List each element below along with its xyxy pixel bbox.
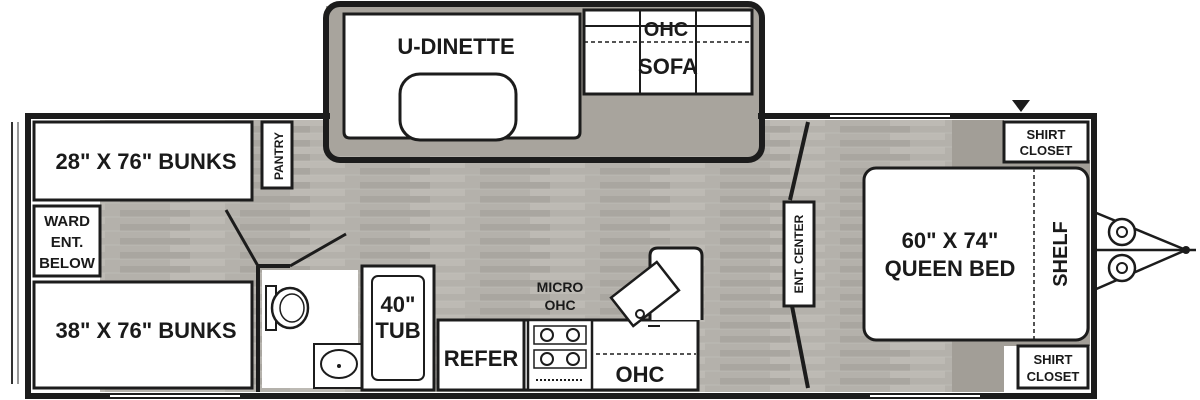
- kitchen-island: [596, 246, 704, 322]
- sofa: [582, 8, 754, 96]
- entertainment-center: [782, 200, 816, 308]
- bunk-door: [224, 209, 260, 267]
- shirt-closet-top: [1002, 120, 1090, 164]
- bathroom-wall: [256, 264, 290, 392]
- hitch-coupler: [1182, 246, 1190, 254]
- kitchen-sink-drain: [635, 309, 645, 319]
- bed-label-line2: QUEEN BED: [885, 256, 1016, 281]
- toilet-seat: [279, 293, 305, 323]
- refer-label: REFER: [444, 346, 519, 371]
- micro-label-line1: MICRO: [537, 279, 584, 295]
- propane-tank-valve: [1116, 262, 1128, 274]
- shirt-closet-bottom: [1016, 344, 1090, 390]
- ohc-kitchen-label: OHC: [616, 362, 665, 387]
- refrigerator: [436, 318, 526, 392]
- ward-label-line2: ENT.: [51, 234, 84, 251]
- pantry: [260, 120, 294, 190]
- entry-arrow-icon: [1012, 100, 1030, 112]
- u-dinette-label: U-DINETTE: [397, 34, 514, 59]
- bottom-bunk: [32, 280, 254, 390]
- kitchen-sink-icon: [609, 260, 681, 328]
- bathroom-door: [289, 232, 347, 268]
- micro-label-line2: OHC: [544, 297, 575, 313]
- bedroom-partition-bottom: [790, 305, 810, 389]
- bedroom-partition-top: [788, 121, 810, 201]
- closet-bottom-line2: CLOSET: [1027, 369, 1080, 384]
- top-bunk-label: 28" X 76" BUNKS: [55, 149, 236, 174]
- sink-drain: [337, 364, 341, 368]
- tub-label-line2: TUB: [375, 318, 420, 343]
- sofa-label: SOFA: [638, 54, 698, 79]
- burner-icon: [566, 328, 580, 342]
- bed-label-line1: 60" X 74": [902, 228, 999, 253]
- burner-icon: [566, 352, 580, 366]
- u-dinette-table: [398, 72, 518, 142]
- slideout-wall: [323, 1, 765, 163]
- ward-label-line1: WARD: [44, 213, 90, 230]
- closet-top-line1: SHIRT: [1027, 127, 1066, 142]
- bottom-bunk-label: 38" X 76" BUNKS: [55, 318, 236, 343]
- closet-bottom-line1: SHIRT: [1034, 352, 1073, 367]
- queen-bed: [862, 166, 1090, 342]
- shelf-label: SHELF: [1050, 221, 1072, 287]
- burner-icon: [540, 352, 554, 366]
- ward-label-line3: BELOW: [39, 255, 96, 272]
- ent-center-label: ENT. CENTER: [792, 214, 806, 293]
- pantry-label: PANTRY: [272, 132, 286, 180]
- burner-icon: [540, 328, 554, 342]
- tub-label-line1: 40": [381, 292, 416, 317]
- closet-top-line2: CLOSET: [1020, 143, 1073, 158]
- ohc-top-label: OHC: [644, 19, 688, 41]
- top-bunk: [32, 120, 254, 202]
- propane-tank-valve: [1116, 226, 1128, 238]
- tub-inner: [371, 275, 425, 381]
- wardrobe: [32, 204, 102, 278]
